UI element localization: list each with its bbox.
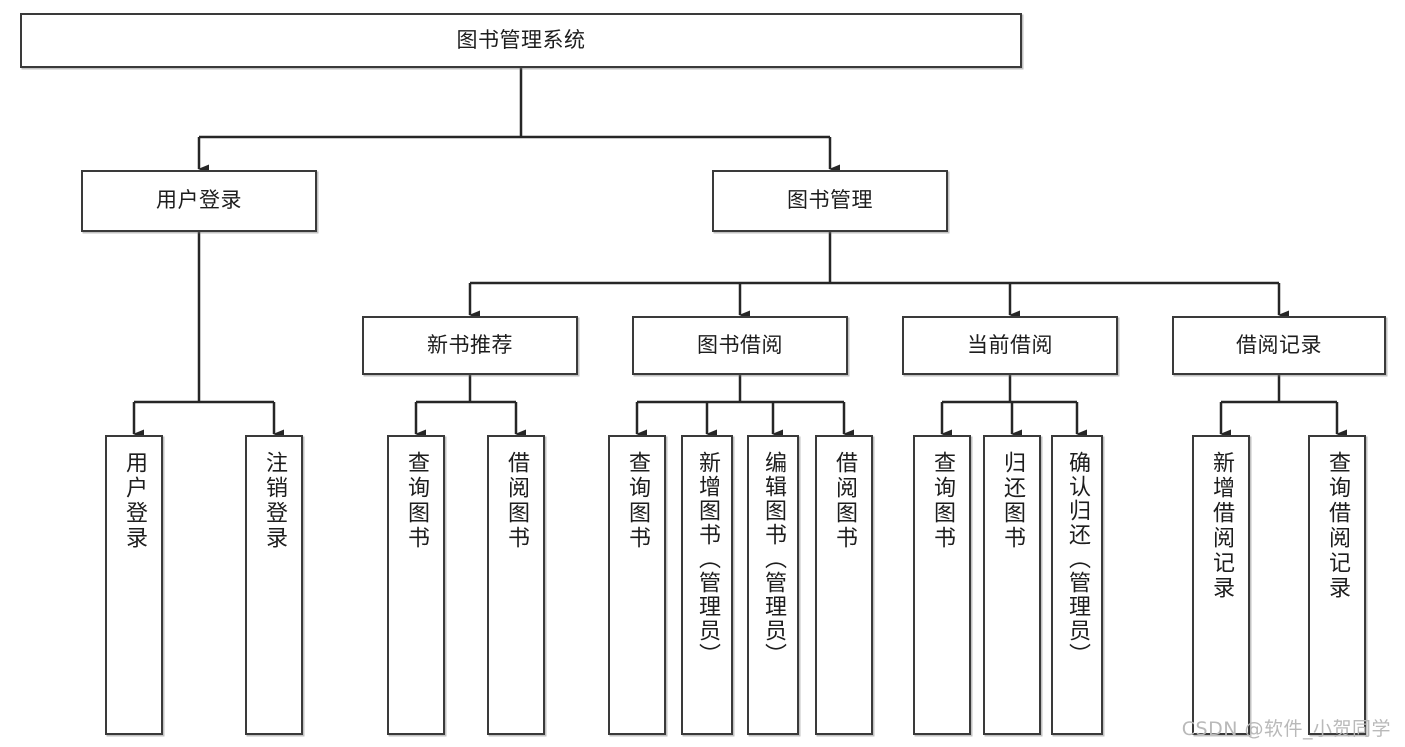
node-label: 查询图书	[930, 451, 955, 551]
node-label: 图书管理系统	[456, 27, 586, 52]
node-label: 图书借阅	[697, 332, 783, 357]
node-leaf13[interactable]: 查询借阅记录	[1308, 435, 1366, 735]
node-label: 查询图书	[625, 451, 650, 551]
node-label: 用户登录	[122, 451, 147, 551]
node-leaf6[interactable]: 新增图书（管理员）	[681, 435, 733, 735]
node-leaf4[interactable]: 借阅图书	[487, 435, 545, 735]
node-label: 编辑图书（管理员）	[761, 451, 786, 667]
node-label: 当前借阅	[967, 332, 1053, 357]
node-label: 查询借阅记录	[1325, 451, 1350, 601]
node-bookmgmt[interactable]: 图书管理	[712, 170, 948, 232]
node-leaf3[interactable]: 查询图书	[387, 435, 445, 735]
node-records[interactable]: 借阅记录	[1172, 316, 1386, 375]
node-label: 新增图书（管理员）	[695, 451, 720, 667]
node-label: 新增借阅记录	[1209, 451, 1234, 601]
node-root[interactable]: 图书管理系统	[20, 13, 1022, 68]
node-leaf7[interactable]: 编辑图书（管理员）	[747, 435, 799, 735]
node-label: 归还图书	[1000, 451, 1025, 551]
node-label: 借阅图书	[832, 451, 857, 551]
node-leaf10[interactable]: 归还图书	[983, 435, 1041, 735]
node-current[interactable]: 当前借阅	[902, 316, 1118, 375]
node-leaf8[interactable]: 借阅图书	[815, 435, 873, 735]
node-login[interactable]: 用户登录	[81, 170, 317, 232]
node-label: 注销登录	[262, 451, 287, 551]
node-leaf11[interactable]: 确认归还（管理员）	[1051, 435, 1103, 735]
node-leaf5[interactable]: 查询图书	[608, 435, 666, 735]
node-leaf9[interactable]: 查询图书	[913, 435, 971, 735]
node-label: 借阅图书	[504, 451, 529, 551]
node-label: 查询图书	[404, 451, 429, 551]
node-leaf1[interactable]: 用户登录	[105, 435, 163, 735]
node-newbook[interactable]: 新书推荐	[362, 316, 578, 375]
node-leaf12[interactable]: 新增借阅记录	[1192, 435, 1250, 735]
node-label: 用户登录	[156, 188, 242, 213]
node-label: 图书管理	[787, 188, 873, 213]
node-label: 借阅记录	[1236, 332, 1322, 357]
node-label: 新书推荐	[427, 332, 513, 357]
node-borrow[interactable]: 图书借阅	[632, 316, 848, 375]
node-leaf2[interactable]: 注销登录	[245, 435, 303, 735]
node-label: 确认归还（管理员）	[1065, 451, 1090, 667]
watermark-credit: CSDN @软件_小贺同学	[1181, 718, 1391, 740]
